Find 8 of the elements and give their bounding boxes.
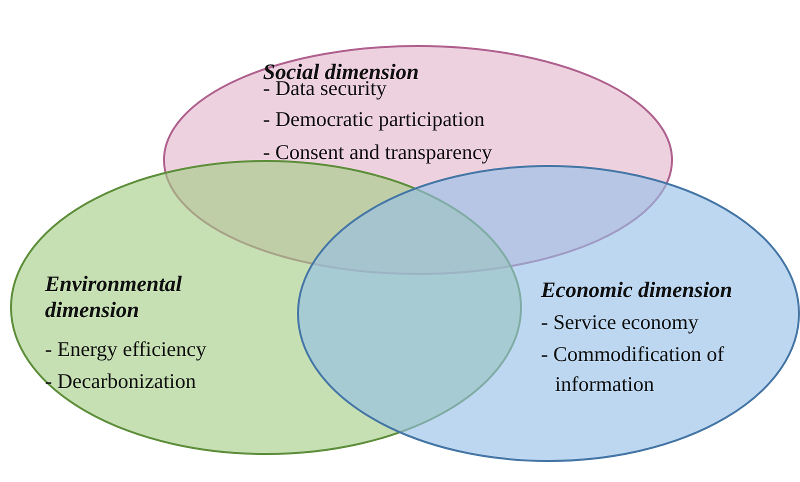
- list-item: - Service economy: [541, 309, 700, 336]
- list-item: - Commodification of information: [541, 341, 726, 398]
- dimension-heading: Economic dimension: [541, 277, 734, 303]
- list-item: - Democratic participation: [263, 106, 486, 133]
- dimension-heading: Environmental dimension: [45, 271, 183, 323]
- list-item: - Energy efficiency: [45, 336, 208, 363]
- list-item: - Consent and transparency: [263, 139, 494, 166]
- list-item: - Decarbonization: [45, 368, 198, 395]
